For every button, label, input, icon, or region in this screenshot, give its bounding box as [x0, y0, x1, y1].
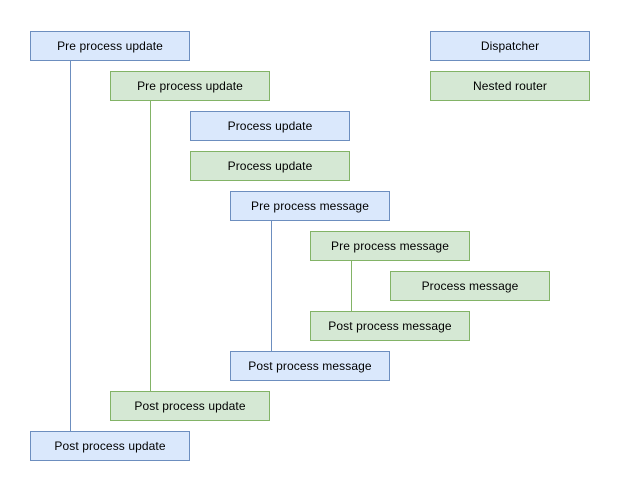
node-n10[interactable]: Post process update [110, 391, 270, 421]
node-n5[interactable]: Pre process message [230, 191, 390, 221]
node-n4[interactable]: Process update [190, 151, 350, 181]
node-n2[interactable]: Pre process update [110, 71, 270, 101]
node-n1[interactable]: Pre process update [30, 31, 190, 61]
node-n9[interactable]: Post process message [230, 351, 390, 381]
legend-item-router: Nested router [430, 71, 590, 101]
node-n11[interactable]: Post process update [30, 431, 190, 461]
node-n8[interactable]: Post process message [310, 311, 470, 341]
node-n7[interactable]: Process message [390, 271, 550, 301]
node-n3[interactable]: Process update [190, 111, 350, 141]
connector-n5-to-n9 [271, 221, 272, 351]
node-n6[interactable]: Pre process message [310, 231, 470, 261]
connector-n6-to-n8 [351, 261, 352, 311]
connector-n1-to-n11 [70, 61, 71, 431]
legend-item-dispatcher: Dispatcher [430, 31, 590, 61]
connector-n2-to-n10 [150, 101, 151, 391]
